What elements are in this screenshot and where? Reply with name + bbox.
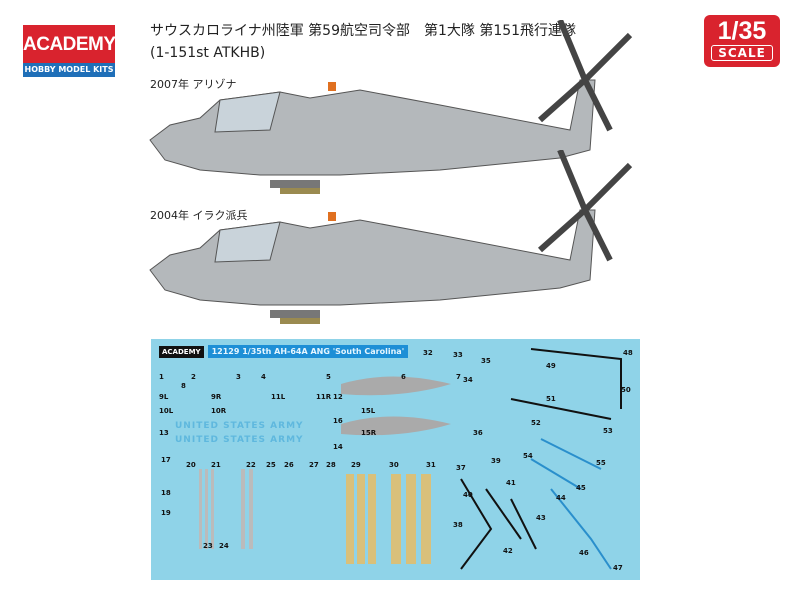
scale-ratio: 1/35 — [717, 17, 767, 45]
decal-number: 25 — [266, 461, 276, 469]
decal-number: 6 — [401, 373, 406, 381]
helicopter-profile-2007 — [149, 20, 633, 194]
variant-label-2007: 2007年 アリゾナ — [150, 78, 237, 91]
decal-number: 41 — [506, 479, 516, 487]
variant-label-2004: 2004年 イラク派兵 — [150, 209, 248, 222]
decal-number: 45 — [576, 484, 586, 492]
decal-number: 35 — [481, 357, 491, 365]
decal-number: 19 — [161, 509, 171, 517]
decal-number: 23 — [203, 542, 213, 550]
decal-number: 33 — [453, 351, 463, 359]
title-line-2: (1-151st ATKHB) — [150, 45, 266, 61]
decal-number: 28 — [326, 461, 336, 469]
decal-number: 9L — [159, 393, 169, 401]
scale-word: SCALE — [711, 45, 773, 61]
logo-brand: ACADEMY — [23, 25, 116, 63]
decal-number: 34 — [463, 376, 473, 384]
decal-number: 42 — [503, 547, 513, 555]
decal-number: 2 — [191, 373, 196, 381]
decal-number: 13 — [159, 429, 169, 437]
academy-logo: ACADEMY HOBBY MODEL KITS — [23, 25, 116, 77]
decal-number: 53 — [603, 427, 613, 435]
decal-number: 8 — [181, 382, 186, 390]
decal-sheet: ACADEMY 12129 1/35th AH-64A ANG 'South C… — [151, 339, 640, 580]
decal-number: 22 — [246, 461, 256, 469]
decal-number: 5 — [326, 373, 331, 381]
decal-number: 11R — [316, 393, 332, 401]
decal-number: 51 — [546, 395, 556, 403]
decal-number: 43 — [536, 514, 546, 522]
decal-number: 18 — [161, 489, 171, 497]
decal-number: 4 — [261, 373, 266, 381]
decal-number: 29 — [351, 461, 361, 469]
decal-number: 32 — [423, 349, 433, 357]
title-line-1: サウスカロライナ州陸軍 第59航空司令部 第1大隊 第151飛行連隊 — [150, 23, 577, 39]
decal-number: 40 — [463, 491, 473, 499]
helicopter-profile-2004 — [140, 150, 640, 325]
decal-number: 26 — [284, 461, 294, 469]
decal-number: 15R — [361, 429, 377, 437]
decal-number: 17 — [161, 456, 171, 464]
decal-number: 16 — [333, 417, 343, 425]
decal-number: 12 — [333, 393, 343, 401]
decal-number: 27 — [309, 461, 319, 469]
decal-number: 1 — [159, 373, 164, 381]
decal-number: 39 — [491, 457, 501, 465]
decal-number: 52 — [531, 419, 541, 427]
decal-artwork — [199, 348, 622, 570]
decal-number: 47 — [613, 564, 623, 572]
decal-number: 50 — [621, 386, 631, 394]
decal-number: 46 — [579, 549, 589, 557]
decal-sheet-brand: ACADEMY — [159, 345, 204, 358]
decal-number: 7 — [456, 373, 461, 381]
decal-usa-2: UNITED STATES ARMY — [175, 435, 304, 445]
decal-number: 55 — [596, 459, 606, 467]
decal-number: 54 — [523, 452, 533, 460]
decal-number: 37 — [456, 464, 466, 472]
decal-number: 38 — [453, 521, 463, 529]
decal-number: 20 — [186, 461, 196, 469]
decal-number: 36 — [473, 429, 483, 437]
decal-number: 3 — [236, 373, 241, 381]
decal-number: 14 — [333, 443, 343, 451]
scale-badge: 1/35 SCALE — [704, 15, 780, 67]
decal-number: 9R — [211, 393, 222, 401]
decal-number: 11L — [271, 393, 286, 401]
logo-tagline: HOBBY MODEL KITS — [23, 63, 115, 77]
decal-number: 48 — [623, 349, 633, 357]
decal-number: 49 — [546, 362, 556, 370]
decal-number: 10L — [159, 407, 174, 415]
page-title: サウスカロライナ州陸軍 第59航空司令部 第1大隊 第151飛行連隊 (1-15… — [150, 20, 576, 64]
decal-number: 24 — [219, 542, 229, 550]
decal-number: 44 — [556, 494, 566, 502]
decal-number: 31 — [426, 461, 436, 469]
decal-sheet-name: 12129 1/35th AH-64A ANG 'South Carolina' — [207, 345, 409, 358]
decal-number: 21 — [211, 461, 221, 469]
decal-number: 30 — [389, 461, 399, 469]
decal-number: 10R — [211, 407, 227, 415]
decal-number: 15L — [361, 407, 376, 415]
decal-usa-1: UNITED STATES ARMY — [175, 421, 304, 431]
